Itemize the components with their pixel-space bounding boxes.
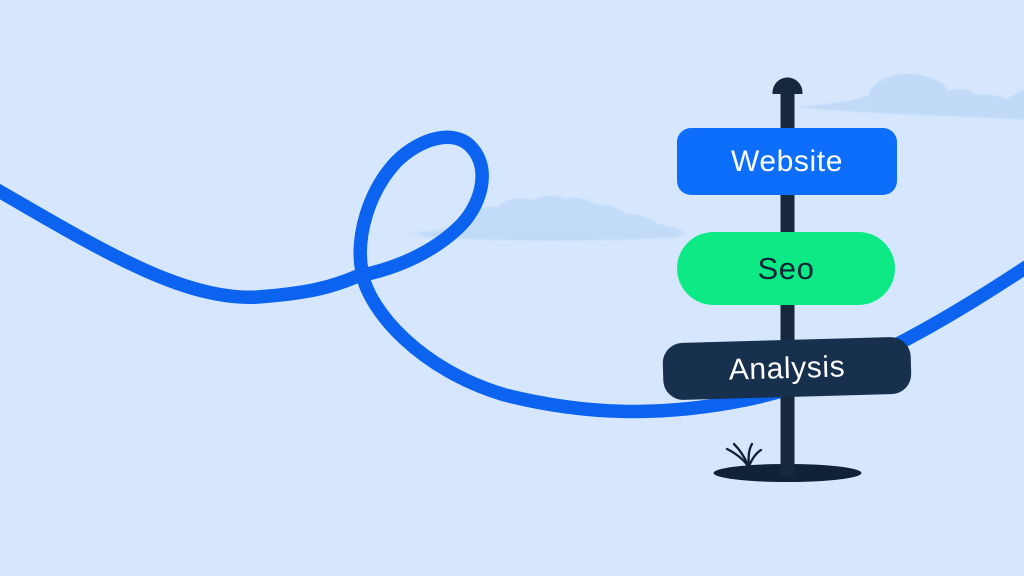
- sign-website: [677, 128, 897, 195]
- signpost-pole-cap: [772, 77, 803, 94]
- cloud-top-right: [795, 73, 1024, 120]
- sign-seo: [677, 232, 895, 305]
- rope-curve: [0, 130, 1024, 419]
- cloud-middle: [420, 196, 684, 241]
- grass-tuft: [725, 442, 763, 468]
- sign-analysis: [662, 337, 912, 400]
- grass-blade: [747, 448, 763, 468]
- grass-blade: [732, 442, 750, 467]
- grass-blade: [747, 442, 754, 467]
